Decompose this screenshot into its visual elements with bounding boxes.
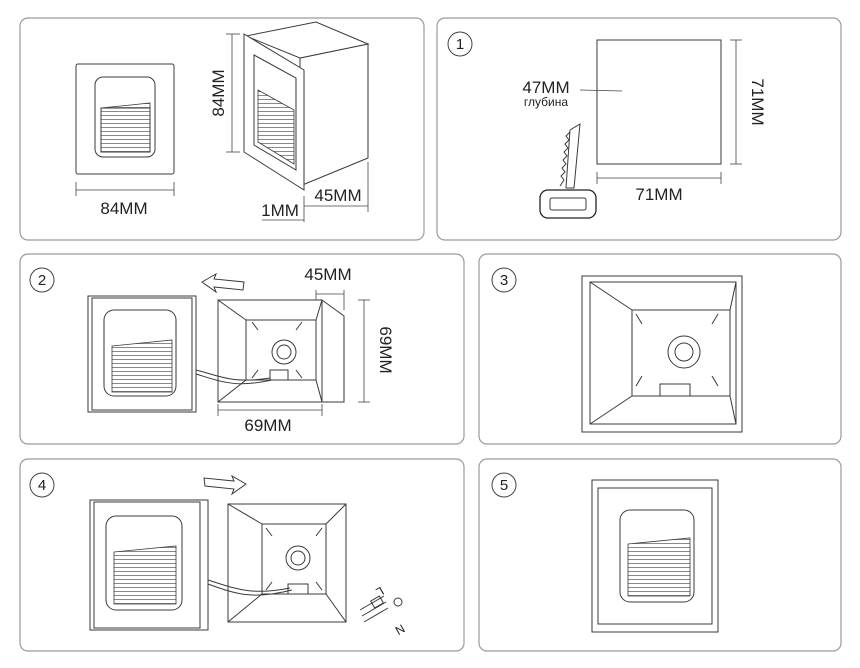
step1-depth-value: 47MM (522, 78, 569, 97)
step2-depth-label: 45MM (304, 265, 351, 284)
move-arrow-right-icon (203, 474, 247, 496)
move-arrow-left-icon (201, 272, 245, 294)
step5-finished-fixture (591, 479, 719, 633)
step4-mounting-box (227, 503, 347, 623)
step4-fixture (89, 499, 209, 631)
isometric-view-fixture (243, 21, 370, 191)
step2-fixture (87, 295, 197, 413)
overview-depth-label: 45MM (314, 186, 361, 205)
step2-number: 2 (38, 272, 46, 289)
mounting-hole-outline (596, 39, 722, 165)
step1-height-label: 71MM (748, 78, 767, 125)
step2-mounting-box (217, 299, 345, 403)
saw-icon (539, 123, 597, 219)
step3-number: 3 (500, 272, 508, 289)
overview-frame-label: 1MM (261, 201, 299, 220)
step4-cable (207, 579, 291, 592)
step2-panel: 2 (19, 253, 465, 445)
front-view-fixture (75, 63, 175, 175)
step3-panel: 3 (478, 253, 842, 445)
overview-panel: 84MM 84MM 45MM 1MM (19, 17, 425, 241)
step4-panel: 4 L N (19, 458, 465, 652)
step2-width-label: 69MM (244, 416, 291, 435)
step1-width-label: 71MM (635, 185, 682, 204)
step5-panel: 5 (478, 458, 842, 652)
step1-number: 1 (456, 36, 464, 53)
step1-depth-word: глубина (524, 95, 568, 109)
step2-cable (195, 369, 271, 381)
overview-width-label: 84MM (100, 199, 147, 218)
step4-number: 4 (38, 477, 46, 494)
step1-panel: 1 47MM глубина 71MM 71MM (436, 17, 842, 241)
overview-height-label: 84MM (209, 69, 228, 116)
wire-connector-icon (359, 595, 403, 623)
step3-installed-box (581, 275, 743, 433)
step2-height-label: 69MM (376, 326, 395, 373)
step5-number: 5 (500, 477, 508, 494)
